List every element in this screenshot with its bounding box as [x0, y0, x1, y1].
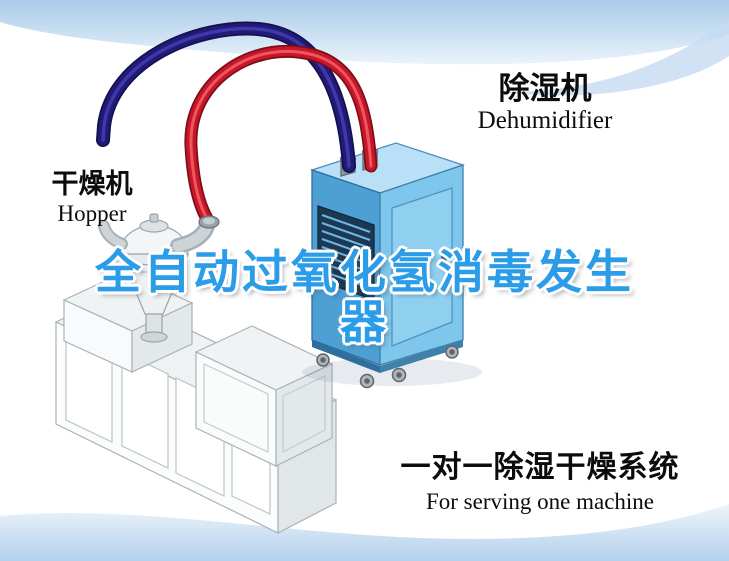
cabinet-door	[391, 187, 453, 347]
hose-red	[184, 44, 378, 229]
label-dryer-cn: 干燥机	[51, 169, 133, 199]
title-watermark-line1: 全自动过氧化氢消毒发生	[95, 246, 634, 298]
label-dryer-en: Hopper	[57, 201, 127, 226]
background-swoosh-top-right	[500, 20, 729, 96]
background-swoosh-bottom	[0, 504, 729, 561]
molding-machine-illustration	[54, 271, 338, 534]
label-dehumidifier-cn: 除湿机	[498, 71, 592, 106]
label-system-en: For serving one machine	[425, 489, 655, 514]
label-system-cn: 一对一除湿干燥系统	[400, 451, 680, 484]
title-watermark-line2: 器	[340, 296, 389, 348]
door-handle	[441, 248, 447, 264]
label-dehumidifier-en: Dehumidifier	[477, 107, 613, 134]
caster-wheels	[316, 345, 459, 389]
background-swoosh-top	[0, 0, 729, 65]
vent-grille	[317, 205, 375, 301]
hose-blue	[96, 21, 356, 173]
hose-connector	[198, 215, 220, 229]
